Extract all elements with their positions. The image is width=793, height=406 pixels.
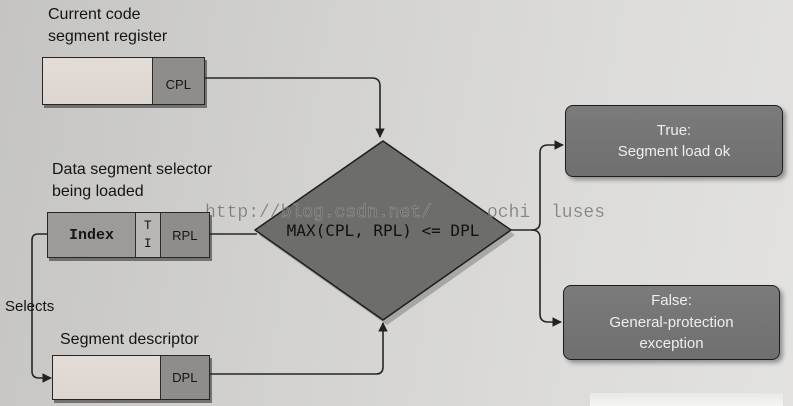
segment-descriptor-label-text: Segment descriptor bbox=[60, 331, 199, 348]
outcome-false-text-line-1: General-protection bbox=[609, 313, 734, 331]
data-segment-selector-label-line-1: Data segment selector bbox=[52, 161, 213, 178]
paper-glare bbox=[590, 393, 783, 406]
watermark-url: http://blog.csdn.net/ bbox=[205, 203, 432, 223]
segment-descriptor: DPL bbox=[52, 355, 210, 400]
check-to-true-arrow bbox=[510, 140, 564, 231]
selects-label-text: Selects bbox=[5, 298, 55, 315]
selector-rpl-field: RPL bbox=[159, 213, 209, 257]
outcome-false-text-line-2: exception bbox=[639, 335, 704, 353]
check-to-false-arrow bbox=[531, 229, 562, 327]
cpl-field-label: CPL bbox=[165, 76, 191, 92]
outcome-true-text: Segment load ok bbox=[617, 143, 731, 160]
code-segment-register-body bbox=[43, 58, 152, 104]
outcome-true-box: True: Segment load ok bbox=[565, 105, 783, 177]
outcome-false-box: False: General-protection exception bbox=[563, 285, 780, 360]
code-segment-register-label-line-2: segment register bbox=[48, 28, 168, 45]
code-segment-register-label-line-1: Current code bbox=[48, 6, 141, 23]
code-segment-register-label: Current code segment register bbox=[48, 4, 167, 48]
watermark-fragment-2: luses bbox=[551, 203, 605, 223]
dpl-field-label: DPL bbox=[172, 370, 198, 385]
selector-ti-field: T I bbox=[134, 213, 160, 257]
watermark-fragment-1: ochi bbox=[487, 203, 530, 223]
privilege-check-diamond bbox=[254, 140, 512, 321]
selects-arrow bbox=[31, 233, 52, 383]
selector-rpl-label: RPL bbox=[172, 227, 198, 243]
dpl-to-check-arrow bbox=[210, 322, 388, 375]
code-segment-register: CPL bbox=[42, 57, 205, 105]
data-segment-selector-label: Data segment selector being loaded bbox=[52, 159, 212, 203]
selector-ti-label-t: T bbox=[143, 218, 152, 233]
selector-index-field: Index bbox=[48, 213, 135, 257]
selects-label: Selects bbox=[5, 296, 54, 318]
data-segment-selector-label-line-2: being loaded bbox=[52, 183, 144, 200]
segment-descriptor-body bbox=[53, 356, 160, 399]
segment-descriptor-label: Segment descriptor bbox=[60, 329, 199, 351]
data-segment-selector: Index T I RPL bbox=[47, 212, 210, 258]
outcome-true-title: True: bbox=[656, 121, 692, 139]
selector-index-label: Index bbox=[68, 226, 114, 244]
cpl-to-check-arrow bbox=[205, 77, 385, 138]
selector-ti-label-i: I bbox=[143, 236, 152, 251]
outcome-false-title: False: bbox=[651, 292, 692, 310]
dpl-field: DPL bbox=[159, 356, 209, 399]
cpl-field: CPL bbox=[151, 58, 204, 104]
privilege-check-condition: MAX(CPL, RPL) <= DPL bbox=[287, 221, 480, 240]
